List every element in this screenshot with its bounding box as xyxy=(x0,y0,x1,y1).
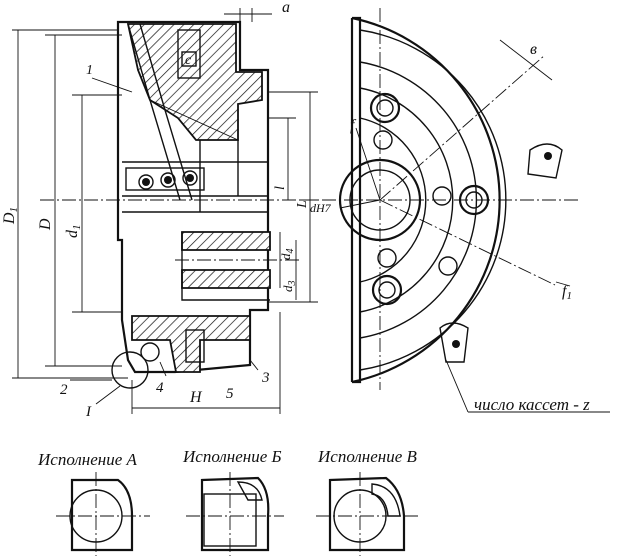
label-L: L xyxy=(295,200,310,209)
variant-a xyxy=(56,472,150,556)
leader-4 xyxy=(159,361,167,377)
label-2: 2 xyxy=(60,382,68,398)
bore-insert-hatched-1 xyxy=(181,231,271,251)
dim-b-line xyxy=(499,39,553,81)
caption-variant-a: Исполнение А xyxy=(37,450,138,469)
cassette-leader xyxy=(445,359,469,413)
label-a: a xyxy=(282,0,290,16)
outer-disc xyxy=(351,16,501,384)
hole-top-2 xyxy=(373,130,393,150)
bolt-ring-2 xyxy=(160,172,176,188)
upper-flange-hatched xyxy=(126,23,263,141)
hole-top-1 xyxy=(369,92,401,124)
radial-line-2 xyxy=(379,199,556,286)
cassette-dot-1 xyxy=(544,152,552,160)
bolt-dot-1 xyxy=(142,178,150,186)
label-I: I xyxy=(85,404,92,420)
center-bore xyxy=(338,158,422,242)
label-D1: D1 xyxy=(1,207,20,225)
leader-3 xyxy=(249,359,259,371)
label-f1: f1 xyxy=(562,283,572,302)
variant-a-body xyxy=(70,478,134,552)
hole-right-2 xyxy=(432,186,452,206)
bolt-ring-3 xyxy=(182,170,198,186)
lower-screw xyxy=(185,329,205,363)
leader-1 xyxy=(91,77,133,93)
label-dH7: dH7 xyxy=(310,201,332,215)
detail-ball xyxy=(140,342,160,362)
label-c: c xyxy=(185,53,192,68)
f-leader xyxy=(355,127,381,201)
ring-2 xyxy=(359,61,478,339)
bolt-ring-1 xyxy=(138,174,154,190)
cone-line-3 xyxy=(149,99,239,141)
cassette-slot-2 xyxy=(439,322,469,363)
label-d3: d3 xyxy=(280,281,298,293)
label-H: H xyxy=(189,389,203,406)
variant-v-body xyxy=(328,476,406,552)
label-4: 4 xyxy=(156,380,164,396)
variant-b-notch xyxy=(236,481,263,501)
hole-top-1-inner xyxy=(376,99,394,117)
lower-flange-hatched xyxy=(131,315,251,373)
hole-right-1-inner xyxy=(465,191,483,209)
hole-bottom-1-inner xyxy=(378,281,396,299)
radial-line-1 xyxy=(379,54,546,201)
label-3: 3 xyxy=(261,370,270,386)
detail-circle-I xyxy=(111,351,149,389)
cone-line-2 xyxy=(139,23,193,201)
label-1: 1 xyxy=(86,63,93,78)
hole-bottom-2 xyxy=(377,248,397,268)
ring-3 xyxy=(359,87,454,313)
caption-cassette-count: число кассет - z xyxy=(474,395,590,414)
hole-bottom-1 xyxy=(371,274,403,306)
body-outline xyxy=(116,20,270,374)
label-D: D xyxy=(37,218,54,231)
hole-diag xyxy=(438,256,458,276)
caption-variant-v: Исполнение В xyxy=(317,447,418,466)
cassette-slot-1 xyxy=(527,143,563,179)
dH7-leader xyxy=(339,199,381,209)
label-b: в xyxy=(530,41,537,58)
bore-insert-outline xyxy=(181,232,270,301)
bore-insert-hatched-2 xyxy=(181,269,271,289)
center-bore-inner xyxy=(349,169,411,231)
variant-v xyxy=(316,472,418,556)
cassette-dot-2 xyxy=(452,340,460,348)
bolt-housing xyxy=(125,167,205,191)
label-d1: d1 xyxy=(64,225,83,239)
caption-variant-b: Исполнение Б xyxy=(182,447,282,466)
bolt-dot-2 xyxy=(164,176,172,184)
key-slot-inner xyxy=(181,51,197,67)
key-slot xyxy=(177,29,201,79)
f1-leader xyxy=(555,281,571,287)
section-view xyxy=(12,8,320,414)
leader-I xyxy=(95,385,121,405)
hole-right-1 xyxy=(458,184,490,216)
variant-b-body xyxy=(200,476,270,552)
bolt-dot-3 xyxy=(186,174,194,182)
label-d4: d4 xyxy=(278,249,296,261)
ring-1 xyxy=(359,29,507,371)
front-view xyxy=(300,8,610,413)
label-l: l xyxy=(273,186,288,190)
label-5: 5 xyxy=(226,386,234,402)
label-f: f xyxy=(350,117,357,134)
ring-4 xyxy=(359,117,427,283)
variant-b xyxy=(186,472,284,556)
